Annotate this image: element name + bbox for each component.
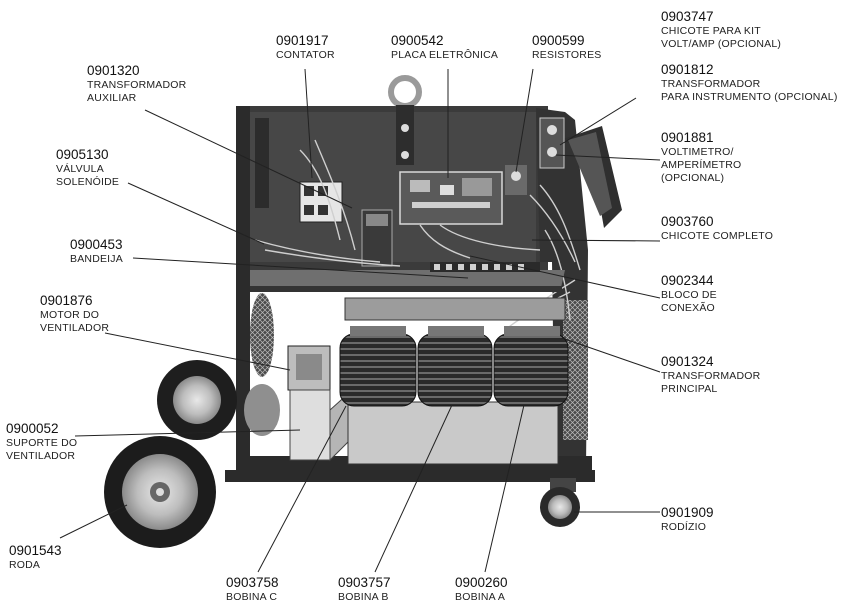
fan-support — [289, 389, 351, 462]
part-code: 0901917 — [276, 33, 329, 48]
part-description: PLACA ELETRÔNICA — [391, 49, 499, 61]
part-code: 0901320 — [87, 63, 140, 78]
callout-0901876: 0901876 MOTOR DO VENTILADOR — [40, 293, 109, 335]
callout-0900052: 0900052 SUPORTE DO VENTILADOR — [6, 421, 77, 463]
part-code: 0901812 — [661, 62, 714, 77]
leader-lines — [59, 68, 661, 573]
main-transformer — [339, 297, 569, 465]
part-code: 0900260 — [455, 575, 508, 590]
part-description: CHICOTE PARA KIT — [661, 25, 761, 37]
electronic-board — [399, 171, 503, 225]
callout-0901881: 0901881 VOLTIMETRO/ AMPERÍMETRO (OPCIONA… — [661, 130, 741, 185]
part-description: BOBINA C — [226, 591, 278, 603]
part-description: PRINCIPAL — [661, 383, 718, 395]
callout-0900542: 0900542 PLACA ELETRÔNICA — [391, 33, 498, 62]
part-description: RODA — [9, 559, 41, 571]
part-description: MOTOR DO — [40, 309, 100, 321]
contactor — [299, 181, 343, 223]
part-code: 0901876 — [40, 293, 93, 308]
part-description: AMPERÍMETRO — [661, 159, 742, 171]
part-code: 0905130 — [56, 147, 109, 162]
caster-wheel — [540, 478, 580, 527]
part-description: TRANSFORMADOR — [661, 78, 761, 90]
part-description: RESISTORES — [532, 49, 602, 61]
callout-0903760: 0903760 CHICOTE COMPLETO — [661, 214, 773, 243]
part-code: 0902344 — [661, 273, 714, 288]
part-code: 0901909 — [661, 505, 714, 520]
part-description: TRANSFORMADOR — [87, 79, 187, 91]
wheel — [104, 360, 237, 548]
callout-0903747: 0903747 CHICOTE PARA KIT VOLT/AMP (OPCIO… — [661, 9, 781, 51]
auxiliary-transformer — [361, 209, 393, 267]
part-description: BLOCO DE — [661, 289, 717, 301]
callout-0901909: 0901909 RODÍZIO — [661, 505, 714, 534]
callout-0901543: 0901543 RODA — [9, 543, 62, 572]
part-code: 0900542 — [391, 33, 444, 48]
callout-0901917: 0901917 CONTATOR — [276, 33, 335, 62]
part-description: VENTILADOR — [6, 450, 76, 462]
callout-0905130: 0905130 VÁLVULA SOLENÓIDE — [56, 147, 119, 189]
part-description: BOBINA A — [455, 591, 506, 603]
callout-0901324: 0901324 TRANSFORMADOR PRINCIPAL — [661, 354, 760, 396]
part-description: CHICOTE COMPLETO — [661, 230, 774, 242]
callout-0901320: 0901320 TRANSFORMADOR AUXILIAR — [87, 63, 186, 105]
callout-0900260: 0900260 BOBINA A — [455, 575, 508, 604]
part-code: 0903760 — [661, 214, 714, 229]
part-code: 0903757 — [338, 575, 391, 590]
part-code: 0900453 — [70, 237, 123, 252]
part-code: 0903758 — [226, 575, 279, 590]
callout-0901812: 0901812 TRANSFORMADOR PARA INSTRUMENTO (… — [661, 62, 838, 104]
callout-0900453: 0900453 BANDEIJA — [70, 237, 123, 266]
part-code: 0901543 — [9, 543, 62, 558]
fan-motor — [287, 345, 331, 391]
callout-0902344: 0902344 BLOCO DE CONEXÃO — [661, 273, 717, 315]
part-code: 0900599 — [532, 33, 585, 48]
fan-blade — [244, 293, 280, 436]
part-description: TRANSFORMADOR — [661, 370, 761, 382]
lifting-eye-icon — [388, 75, 422, 165]
part-description: CONEXÃO — [661, 302, 715, 314]
wiring-harness — [254, 139, 581, 331]
part-code: 0901881 — [661, 130, 714, 145]
part-code: 0901324 — [661, 354, 714, 369]
voltmeter-ammeter — [539, 117, 565, 169]
part-description: VENTILADOR — [40, 322, 110, 334]
callout-0903757: 0903757 BOBINA B — [338, 575, 391, 604]
part-description: SUPORTE DO — [6, 437, 78, 449]
part-description: AUXILIAR — [87, 92, 137, 104]
part-description: RODÍZIO — [661, 521, 707, 533]
resistors — [505, 165, 527, 195]
part-code: 0900052 — [6, 421, 59, 436]
part-code: 0903747 — [661, 9, 714, 24]
callout-0900599: 0900599 RESISTORES — [532, 33, 602, 62]
part-description: VÁLVULA — [56, 163, 104, 175]
part-description: SOLENÓIDE — [56, 176, 120, 188]
part-description: PARA INSTRUMENTO (OPCIONAL) — [661, 91, 838, 103]
part-description: BANDEIJA — [70, 253, 123, 265]
part-description: (OPCIONAL) — [661, 172, 725, 184]
part-description: BOBINA B — [338, 591, 389, 603]
part-description: CONTATOR — [276, 49, 335, 61]
part-description: VOLTIMETRO/ — [661, 146, 734, 158]
part-description: VOLT/AMP (OPCIONAL) — [661, 38, 782, 50]
callout-0903758: 0903758 BOBINA C — [226, 575, 279, 604]
